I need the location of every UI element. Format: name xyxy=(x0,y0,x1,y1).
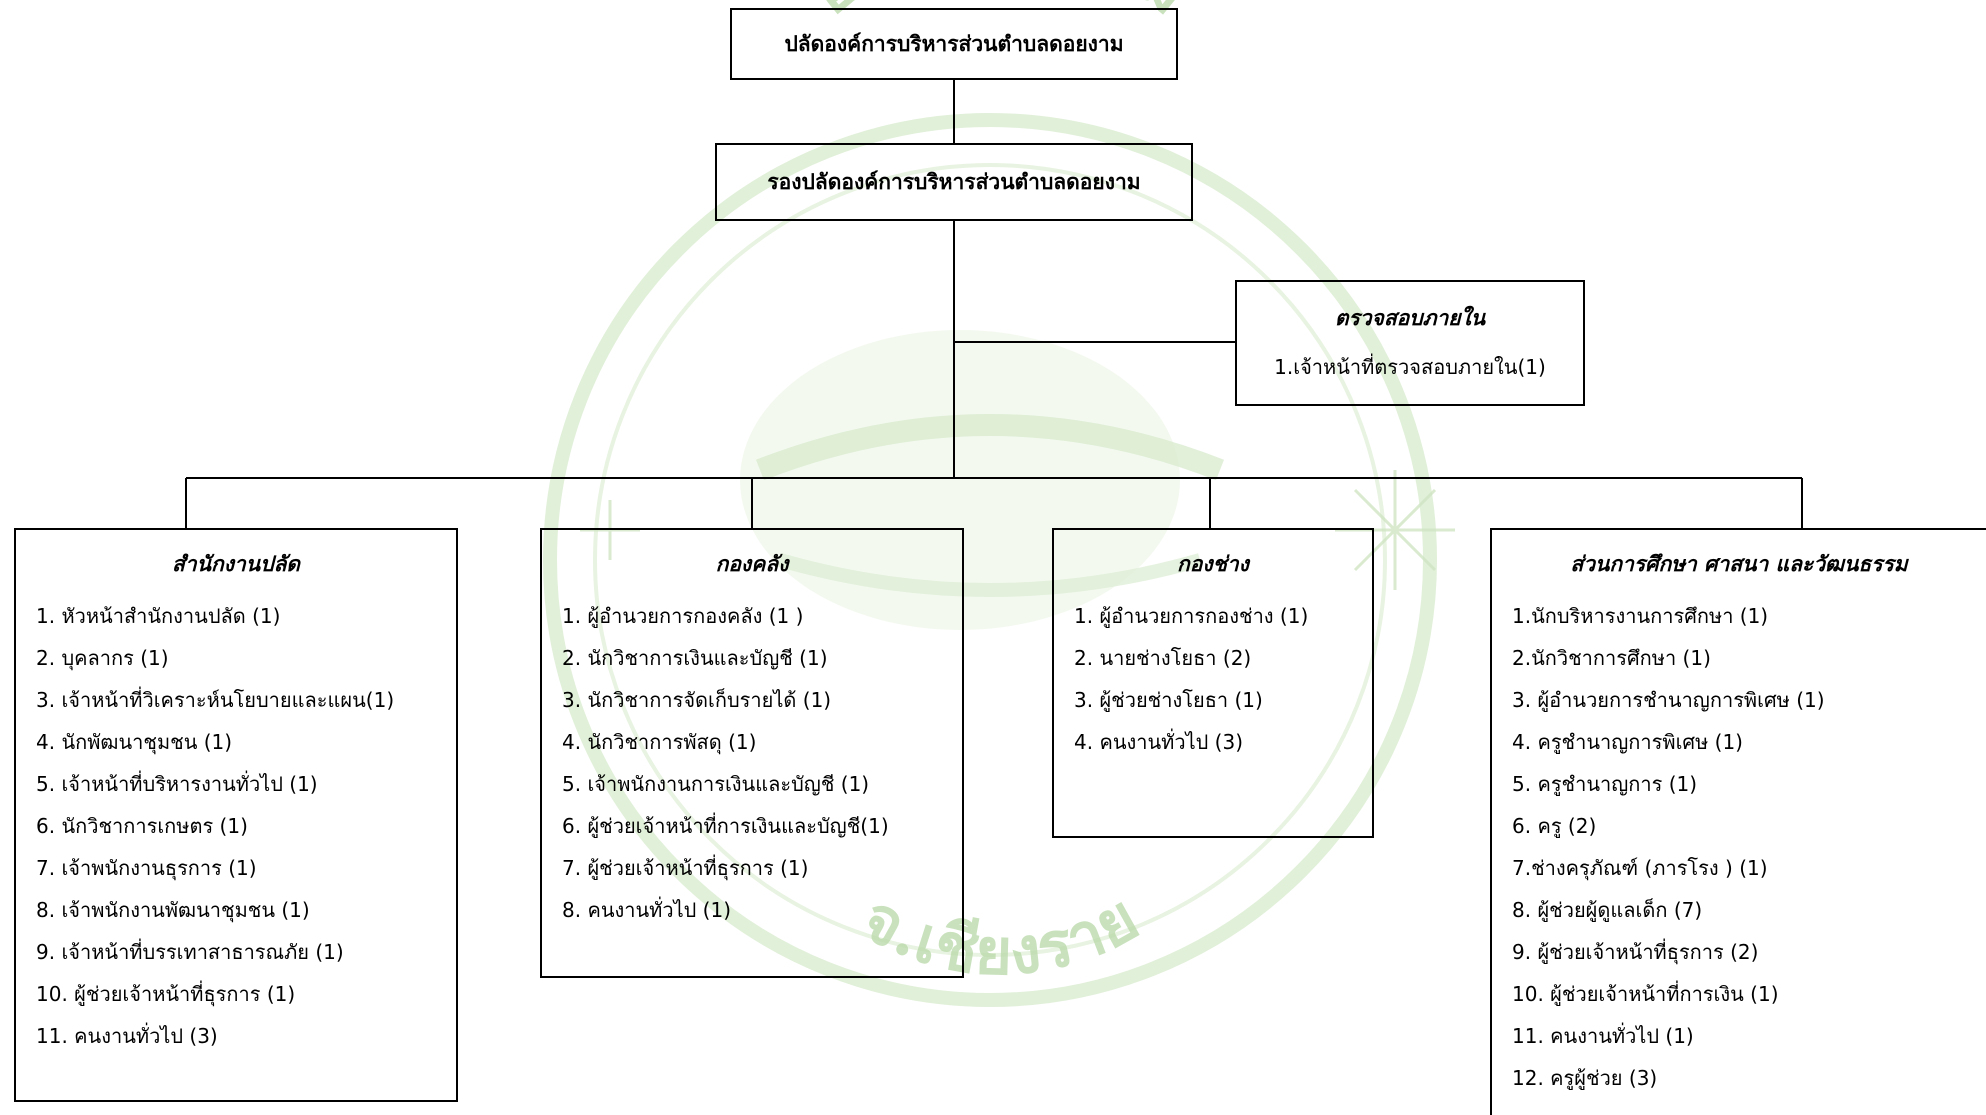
position-item: 8. ผู้ช่วยผู้ดูแลเด็ก (7) xyxy=(1512,898,1703,922)
chief-administrator-title: ปลัดองค์การบริหารส่วนตำบลดอยงาม xyxy=(784,31,1124,56)
position-item: 4. ครูชำนาญการพิเศษ (1) xyxy=(1512,730,1743,754)
position-item: 1. ผู้อำนวยการกองช่าง (1) xyxy=(1074,604,1309,628)
internal-audit-item: 1.เจ้าหน้าที่ตรวจสอบภายใน(1) xyxy=(1274,355,1546,379)
position-item: 4. นักพัฒนาชุมชน (1) xyxy=(36,730,233,754)
position-item: 1. ผู้อำนวยการกองคลัง (1 ) xyxy=(562,604,804,628)
department-title: กองช่าง xyxy=(1177,552,1249,576)
position-list: 1. ผู้อำนวยการกองช่าง (1) 2. นายช่างโยธา… xyxy=(1054,595,1372,763)
position-item: 2. นายช่างโยธา (2) xyxy=(1074,646,1252,670)
position-item: 6. ครู (2) xyxy=(1512,814,1597,838)
position-list: 1.นักบริหารงานการศึกษา (1) 2.นักวิชาการศ… xyxy=(1492,595,1986,1099)
position-item: 2. นักวิชาการเงินและบัญชี (1) xyxy=(562,646,828,670)
internal-audit-box: ตรวจสอบภายใน 1.เจ้าหน้าที่ตรวจสอบภายใน(1… xyxy=(1235,280,1585,406)
position-item: 11. คนงานทั่วไป (3) xyxy=(36,1024,218,1048)
position-item: 3. ผู้อำนวยการชำนาญการพิเศษ (1) xyxy=(1512,688,1825,712)
position-item: 5. ครูชำนาญการ (1) xyxy=(1512,772,1698,796)
department-box-finance: กองคลัง 1. ผู้อำนวยการกองคลัง (1 ) 2. นั… xyxy=(540,528,964,978)
position-item: 1.นักบริหารงานการศึกษา (1) xyxy=(1512,604,1769,628)
position-item: 12. ครูผู้ช่วย (3) xyxy=(1512,1066,1658,1090)
department-title: กองคลัง xyxy=(715,552,789,576)
position-item: 2.นักวิชาการศึกษา (1) xyxy=(1512,646,1711,670)
position-item: 7. ผู้ช่วยเจ้าหน้าที่ธุรการ (1) xyxy=(562,856,809,880)
position-item: 4. นักวิชาการพัสดุ (1) xyxy=(562,730,757,754)
internal-audit-title: ตรวจสอบภายใน xyxy=(1334,306,1486,330)
department-box-education: ส่วนการศึกษา ศาสนา และวัฒนธรรม 1.นักบริห… xyxy=(1490,528,1986,1115)
position-item: 8. คนงานทั่วไป (1) xyxy=(562,898,732,922)
position-item: 3. นักวิชาการจัดเก็บรายได้ (1) xyxy=(562,688,832,712)
position-item: 2. บุคลากร (1) xyxy=(36,646,169,670)
position-item: 5. เจ้าหน้าที่บริหารงานทั่วไป (1) xyxy=(36,772,318,796)
department-box-engineering: กองช่าง 1. ผู้อำนวยการกองช่าง (1) 2. นาย… xyxy=(1052,528,1374,838)
deputy-chief-box: รองปลัดองค์การบริหารส่วนตำบลดอยงาม xyxy=(715,143,1193,221)
deputy-chief-title: รองปลัดองค์การบริหารส่วนตำบลดอยงาม xyxy=(767,169,1141,194)
chief-administrator-box: ปลัดองค์การบริหารส่วนตำบลดอยงาม xyxy=(730,8,1178,80)
position-list: 1. ผู้อำนวยการกองคลัง (1 ) 2. นักวิชาการ… xyxy=(542,595,962,931)
position-item: 4. คนงานทั่วไป (3) xyxy=(1074,730,1244,754)
position-item: 1. หัวหน้าสำนักงานปลัด (1) xyxy=(36,604,281,628)
position-item: 8. เจ้าพนักงานพัฒนาชุมชน (1) xyxy=(36,898,310,922)
position-list: 1. หัวหน้าสำนักงานปลัด (1) 2. บุคลากร (1… xyxy=(16,595,456,1057)
department-box-palad: สำนักงานปลัด 1. หัวหน้าสำนักงานปลัด (1) … xyxy=(14,528,458,1102)
position-item: 10. ผู้ช่วยเจ้าหน้าที่ธุรการ (1) xyxy=(36,982,296,1006)
position-item: 10. ผู้ช่วยเจ้าหน้าที่การเงิน (1) xyxy=(1512,982,1779,1006)
position-item: 5. เจ้าพนักงานการเงินและบัญชี (1) xyxy=(562,772,870,796)
position-item: 9. เจ้าหน้าที่บรรเทาสาธารณภัย (1) xyxy=(36,940,344,964)
department-title: สำนักงานปลัด xyxy=(172,552,300,576)
department-title: ส่วนการศึกษา ศาสนา และวัฒนธรรม xyxy=(1570,552,1908,576)
position-item: 3. ผู้ช่วยช่างโยธา (1) xyxy=(1074,688,1263,712)
position-item: 9. ผู้ช่วยเจ้าหน้าที่ธุรการ (2) xyxy=(1512,940,1759,964)
position-item: 3. เจ้าหน้าที่วิเคราะห์นโยบายและแผน(1) xyxy=(36,688,395,712)
position-item: 6. ผู้ช่วยเจ้าหน้าที่การเงินและบัญชี(1) xyxy=(562,814,889,838)
position-item: 7. เจ้าพนักงานธุรการ (1) xyxy=(36,856,257,880)
position-item: 7.ช่างครุภัณฑ์ (ภารโรง ) (1) xyxy=(1512,856,1768,880)
position-item: 11. คนงานทั่วไป (1) xyxy=(1512,1024,1694,1048)
position-item: 6. นักวิชาการเกษตร (1) xyxy=(36,814,248,838)
